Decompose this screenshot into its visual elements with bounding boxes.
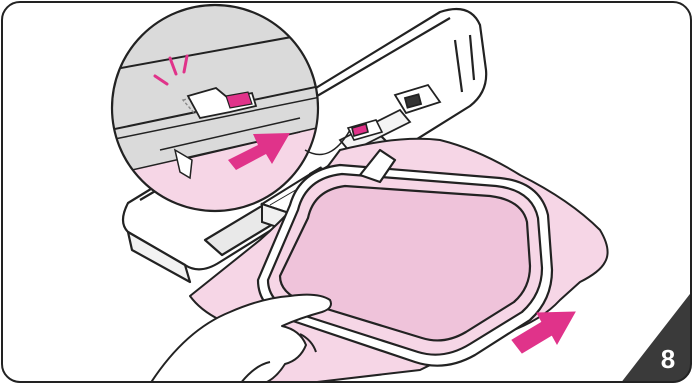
step-number: 8 [661, 344, 675, 374]
